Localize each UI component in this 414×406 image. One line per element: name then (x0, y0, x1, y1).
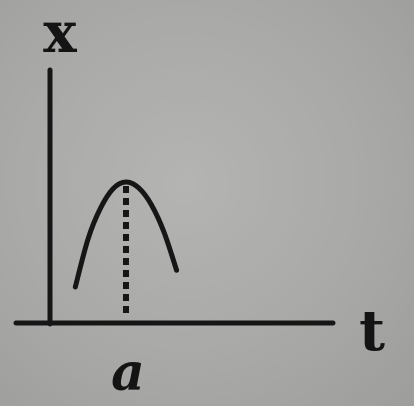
series-curve (72, 179, 180, 290)
x-axis-label: t (359, 298, 385, 364)
peak-tick-label: a (111, 342, 145, 403)
y-axis-label: x (43, 0, 77, 66)
